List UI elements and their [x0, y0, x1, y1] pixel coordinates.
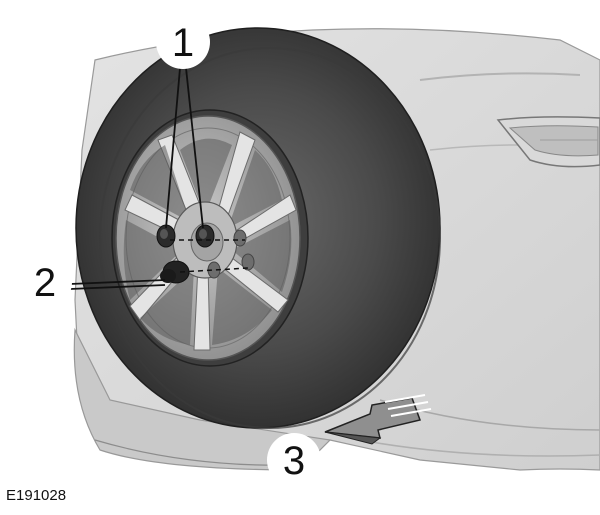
alignment-dashes	[170, 239, 249, 273]
callout-3: 3	[267, 433, 321, 487]
leader-lines	[69, 67, 204, 290]
wheel-nut-upper-right	[195, 224, 215, 248]
callout-3-label: 3	[283, 439, 305, 483]
alloy-rim	[115, 115, 301, 361]
removal-direction-arrow	[324, 394, 432, 445]
wheel-nut-upper-left	[156, 224, 176, 248]
callout-2-label: 2	[34, 261, 56, 305]
callout-2: 2	[18, 255, 72, 309]
tail-lamp	[496, 116, 600, 168]
callout-1: 1	[156, 15, 210, 69]
figure-id: E191028	[6, 487, 67, 504]
callout-1-label: 1	[172, 21, 194, 65]
